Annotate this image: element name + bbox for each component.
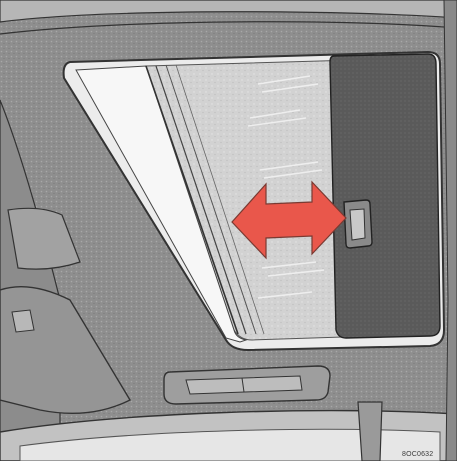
- figure-code: 8OC0632: [402, 451, 433, 458]
- handle-icon: [344, 200, 372, 248]
- sunshade-panel: [330, 54, 440, 338]
- mirror-mount: [358, 402, 382, 461]
- left-clip: [12, 310, 34, 332]
